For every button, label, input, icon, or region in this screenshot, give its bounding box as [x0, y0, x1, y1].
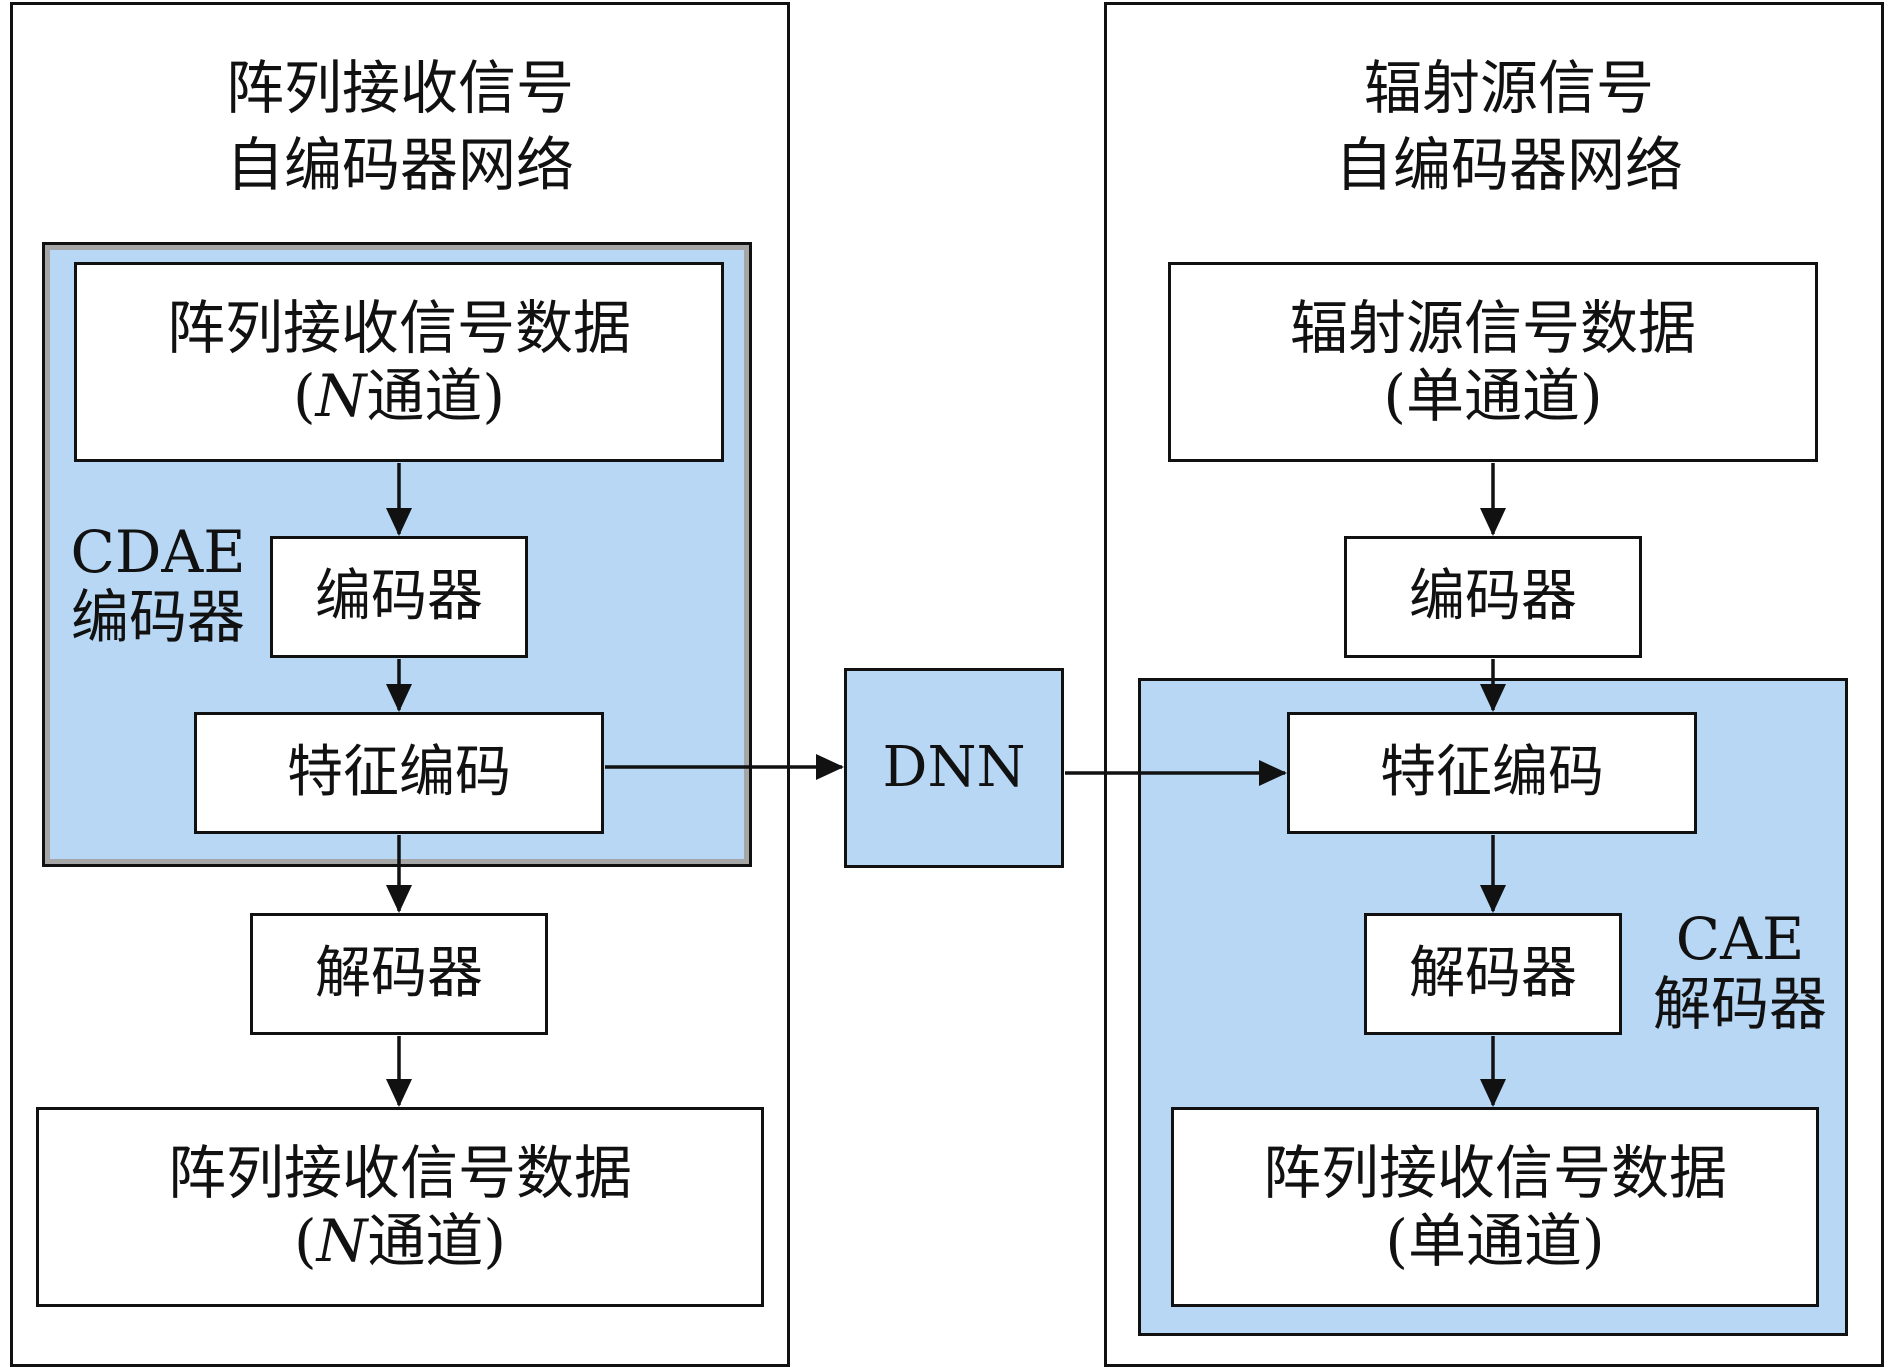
- left-feature-label: 特征编码: [287, 739, 511, 805]
- cdae-encoder-label: CDAE 编码器: [58, 520, 258, 650]
- right-panel-title-line2: 自编码器网络: [1334, 130, 1683, 199]
- right-output-line1: 阵列接收信号数据: [1262, 1138, 1727, 1207]
- dnn-label: DNN: [882, 734, 1026, 800]
- right-panel-title-line1: 辐射源信号: [1363, 54, 1654, 122]
- left-feature-box: 特征编码: [194, 712, 604, 834]
- left-encoder-label: 编码器: [315, 563, 483, 629]
- cdae-label-line1: CDAE: [70, 518, 246, 586]
- left-input-line1: 阵列接收信号数据: [166, 293, 631, 362]
- cdae-label-line2: 编码器: [70, 582, 245, 651]
- left-decoder-box: 解码器: [250, 913, 548, 1035]
- right-decoder-label: 解码器: [1409, 940, 1577, 1006]
- left-input-channel-text: 通道: [366, 362, 483, 430]
- right-encoder-label: 编码器: [1409, 563, 1577, 629]
- left-encoder-box: 编码器: [270, 536, 528, 658]
- left-input-paren-open: (: [292, 362, 316, 430]
- cae-label-line2: 解码器: [1652, 969, 1827, 1038]
- left-output-box: 阵列接收信号数据 (N通道): [36, 1107, 764, 1307]
- left-output-line2: (N通道): [294, 1207, 506, 1275]
- left-panel-title: 阵列接收信号 自编码器网络: [10, 50, 790, 203]
- left-panel-title-line1: 阵列接收信号: [225, 54, 574, 122]
- cae-decoder-label: CAE 解码器: [1640, 907, 1840, 1037]
- right-feature-label: 特征编码: [1380, 739, 1604, 805]
- cae-label-line1: CAE: [1675, 905, 1805, 973]
- left-input-channel-var: N: [315, 362, 367, 430]
- left-input-box: 阵列接收信号数据 (N通道): [74, 262, 724, 462]
- left-decoder-label: 解码器: [315, 940, 483, 1006]
- right-decoder-box: 解码器: [1364, 913, 1622, 1035]
- left-output-line1: 阵列接收信号数据: [167, 1138, 632, 1207]
- left-input-paren-close: ): [482, 362, 506, 430]
- right-input-box: 辐射源信号数据 (单通道): [1168, 262, 1818, 462]
- right-output-line2: (单通道): [1385, 1207, 1605, 1275]
- right-input-line1: 辐射源信号数据: [1289, 293, 1696, 362]
- left-output-paren-close: ): [483, 1207, 507, 1275]
- left-input-line2: (N通道): [293, 362, 505, 430]
- left-output-paren-open: (: [293, 1207, 317, 1275]
- right-panel-title: 辐射源信号 自编码器网络: [1104, 50, 1890, 203]
- right-output-box: 阵列接收信号数据 (单通道): [1171, 1107, 1819, 1307]
- right-input-line2: (单通道): [1383, 362, 1603, 430]
- right-encoder-box: 编码器: [1344, 536, 1642, 658]
- left-output-channel-var: N: [316, 1207, 368, 1275]
- left-output-channel-text: 通道: [367, 1207, 484, 1275]
- dnn-box: DNN: [844, 668, 1064, 868]
- right-feature-box: 特征编码: [1287, 712, 1697, 834]
- left-panel-title-line2: 自编码器网络: [225, 130, 574, 199]
